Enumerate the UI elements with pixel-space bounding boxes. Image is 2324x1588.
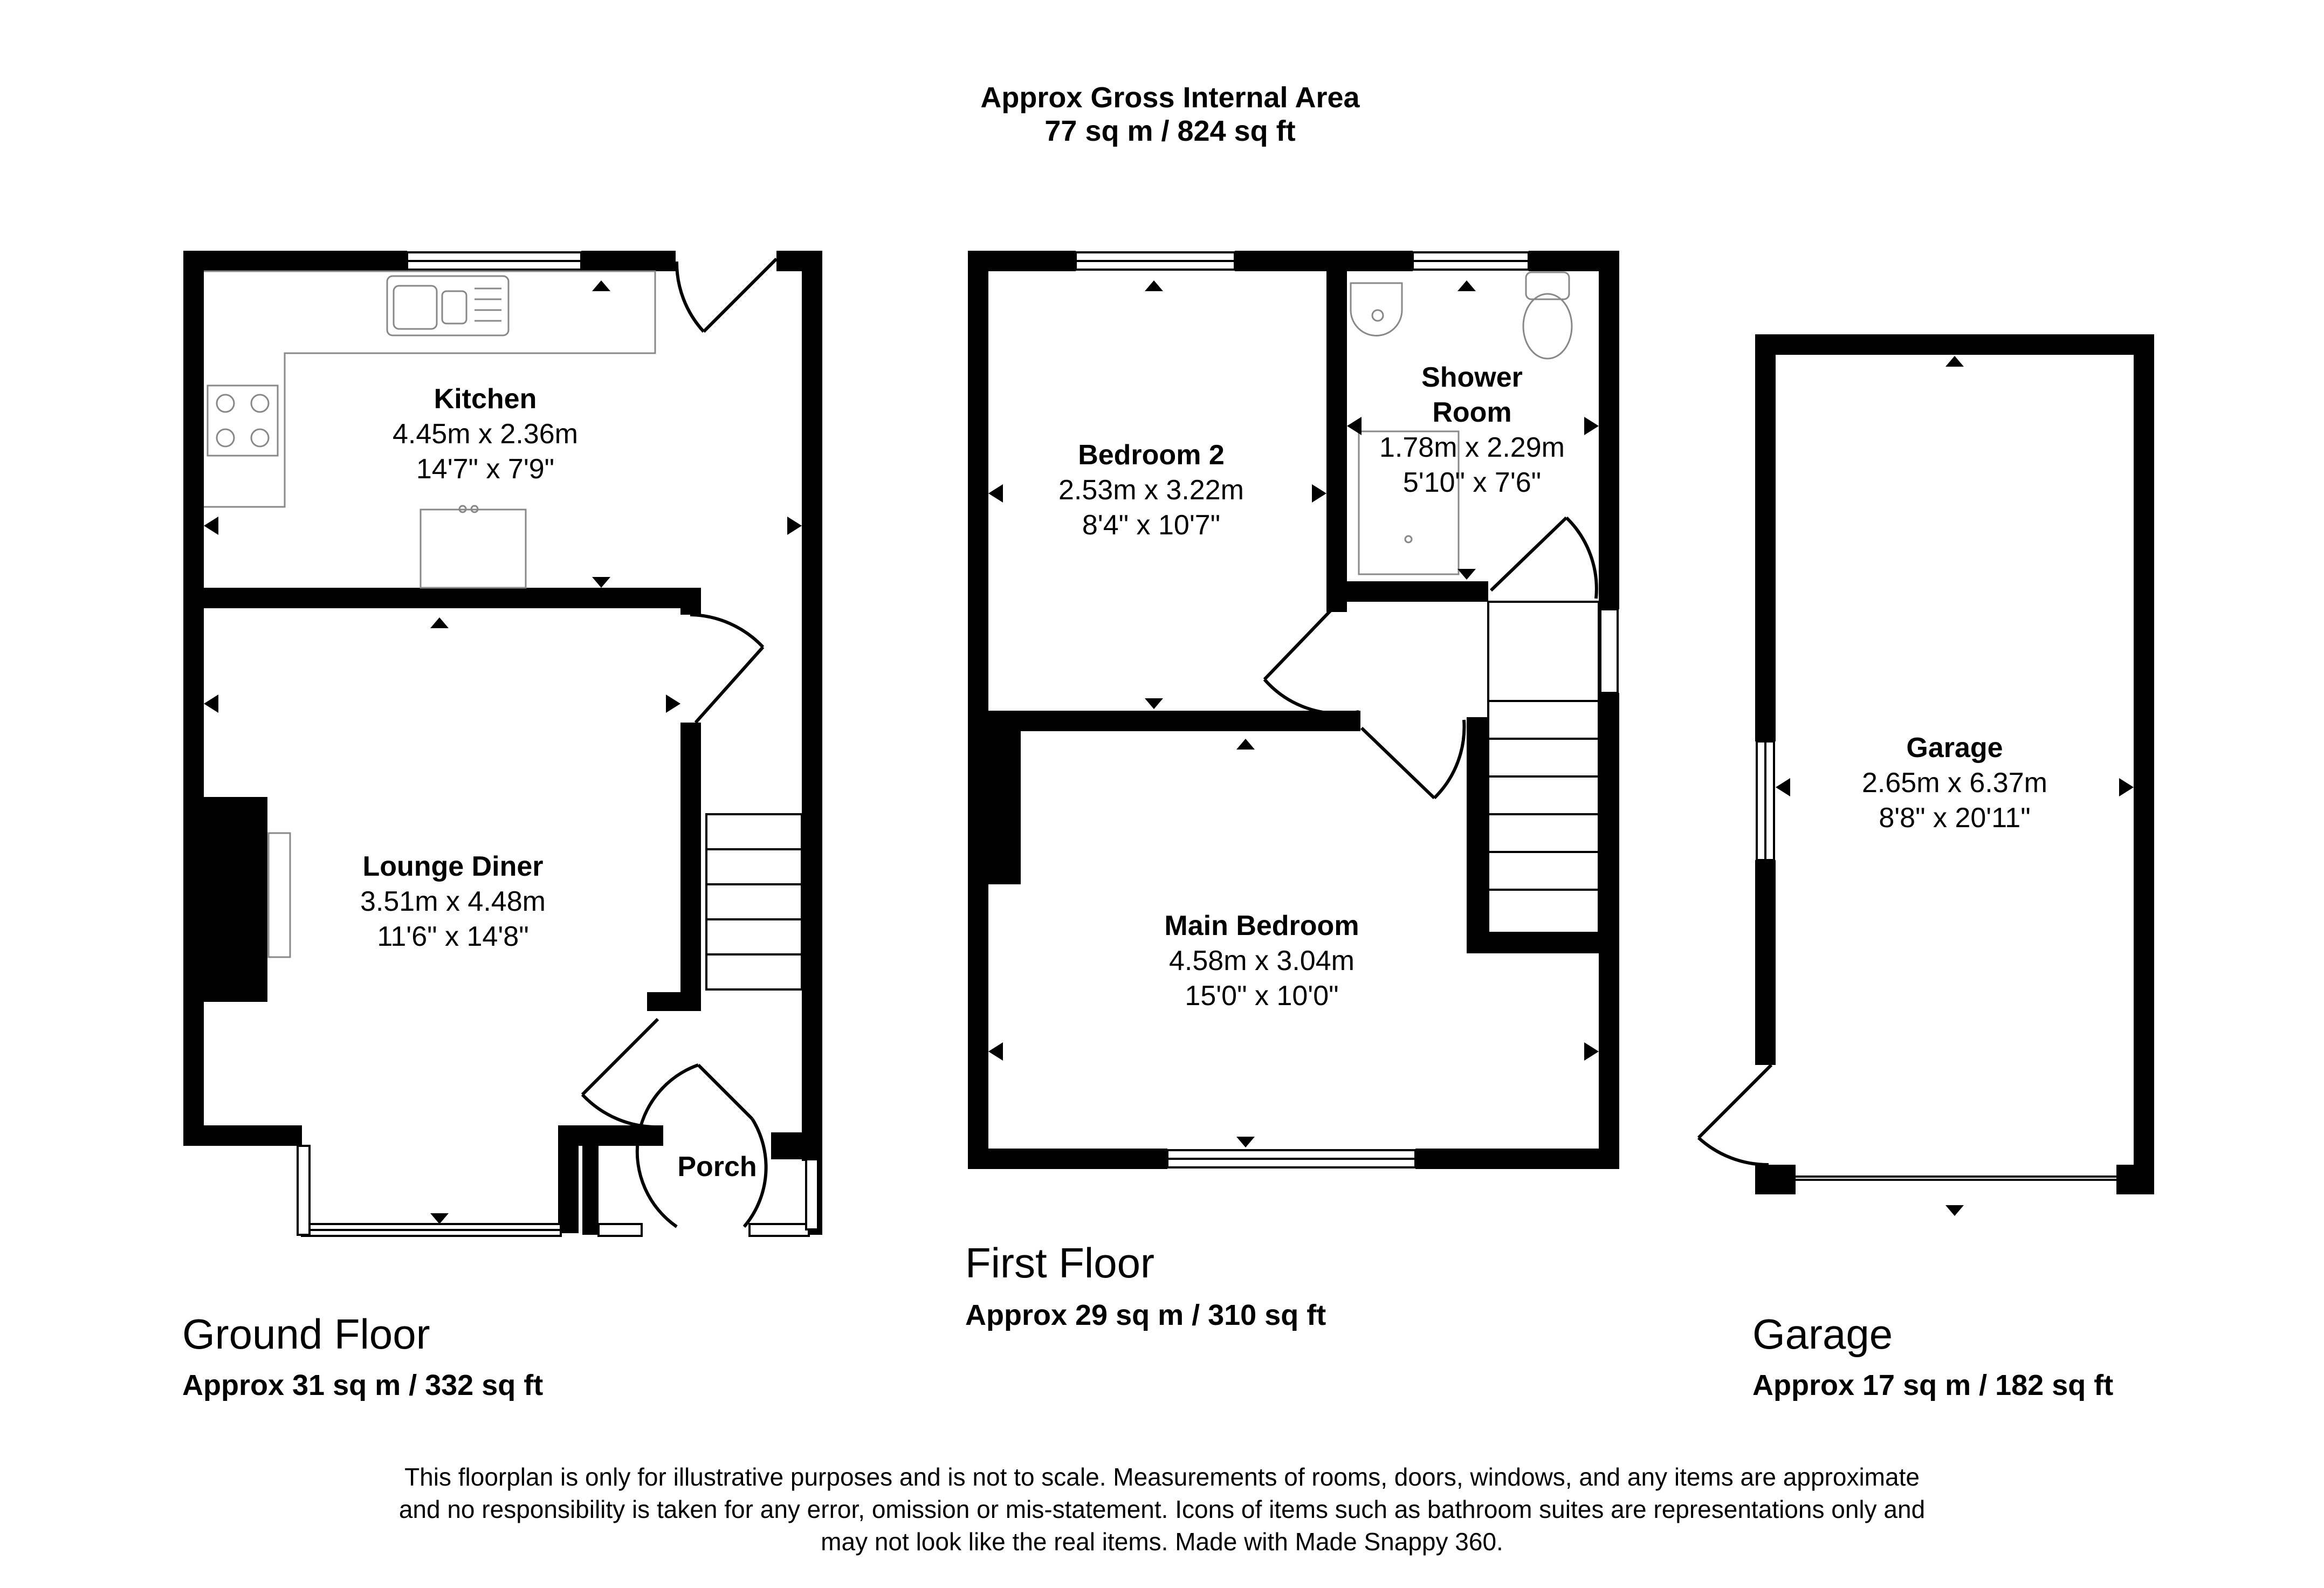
porch-name: Porch	[677, 1151, 757, 1183]
first-floor-title: First Floor	[965, 1239, 1154, 1287]
kitchen-metric: 4.45m x 2.36m	[393, 418, 578, 450]
room-label-porch: Porch	[636, 1150, 798, 1185]
garage-door	[1697, 1063, 1773, 1167]
disclaimer: This floorplan is only for illustrative …	[245, 1461, 2079, 1558]
garage-walls	[1755, 334, 2154, 1194]
garage-room-name: Garage	[1906, 732, 2003, 764]
disclaimer-line-1: This floorplan is only for illustrative …	[404, 1463, 1920, 1491]
disclaimer-line-2: and no responsibility is taken for any e…	[398, 1495, 1926, 1523]
kitchen-imperial: 14'7" x 7'9"	[416, 453, 555, 485]
first-floor-doors	[1263, 516, 1598, 800]
shower-metric: 1.78m x 2.29m	[1379, 432, 1565, 463]
garage-windows	[1756, 740, 2116, 1181]
gross-area-title: Approx Gross Internal Area	[980, 81, 1360, 114]
disclaimer-line-3: may not look like the real items. Made w…	[821, 1527, 1503, 1556]
ground-floor-measure-markers	[204, 280, 802, 1224]
room-label-shower-room: Shower Room 1.78m x 2.29m 5'10" x 7'6"	[1353, 360, 1591, 500]
garage-metric: 2.65m x 6.37m	[1862, 767, 2047, 799]
first-floor-walls	[968, 251, 1619, 1169]
ground-floor-doors	[581, 257, 778, 1228]
first-floor-area: Approx 29 sq m / 310 sq ft	[965, 1299, 1326, 1331]
shower-name-line2: Room	[1432, 397, 1512, 428]
main-bedroom-name: Main Bedroom	[1164, 910, 1359, 941]
shower-imperial: 5'10" x 7'6"	[1402, 467, 1542, 498]
lounge-imperial: 11'6" x 14'8"	[377, 921, 529, 952]
kitchen-fixtures	[204, 270, 656, 958]
garage-title: Garage	[1752, 1310, 1893, 1358]
room-label-bedroom-2: Bedroom 2 2.53m x 3.22m 8'4" x 10'7"	[1000, 438, 1302, 543]
ground-floor-plan	[183, 251, 822, 1237]
lounge-name: Lounge Diner	[362, 851, 544, 882]
kitchen-name: Kitchen	[434, 383, 537, 415]
main-bedroom-metric: 4.58m x 3.04m	[1169, 945, 1354, 977]
room-label-garage: Garage 2.65m x 6.37m 8'8" x 20'11"	[1809, 731, 2100, 836]
first-floor-measure-markers	[988, 280, 1599, 1147]
room-label-lounge-diner: Lounge Diner 3.51m x 4.48m 11'6" x 14'8"	[291, 849, 615, 954]
garage-plan	[1697, 334, 2154, 1216]
ground-floor-stairs	[705, 813, 803, 991]
bedroom2-metric: 2.53m x 3.22m	[1058, 475, 1244, 506]
gross-area-value: 77 sq m / 824 sq ft	[1044, 115, 1296, 147]
ground-floor-title: Ground Floor	[182, 1310, 430, 1358]
main-bedroom-imperial: 15'0" x 10'0"	[1185, 980, 1339, 1012]
room-label-kitchen: Kitchen 4.45m x 2.36m 14'7" x 7'9"	[324, 382, 647, 487]
first-floor-plan	[968, 251, 1619, 1169]
ground-floor-windows	[297, 251, 819, 1237]
ground-floor-walls	[183, 251, 822, 1235]
shower-room-fixtures	[1350, 271, 1573, 575]
garage-measure-markers	[1776, 356, 2134, 1216]
ground-floor-area: Approx 31 sq m / 332 sq ft	[182, 1369, 544, 1401]
garage-area: Approx 17 sq m / 182 sq ft	[1752, 1369, 2114, 1401]
garage-imperial: 8'8" x 20'11"	[1879, 802, 2031, 834]
bedroom2-name: Bedroom 2	[1078, 439, 1225, 471]
first-floor-windows	[1075, 251, 1619, 1168]
bedroom2-imperial: 8'4" x 10'7"	[1082, 510, 1221, 541]
room-label-main-bedroom: Main Bedroom 4.58m x 3.04m 15'0" x 10'0"	[1100, 909, 1424, 1014]
lounge-metric: 3.51m x 4.48m	[360, 886, 546, 917]
shower-name-line1: Shower	[1421, 362, 1523, 393]
first-floor-stairs	[1487, 601, 1600, 934]
